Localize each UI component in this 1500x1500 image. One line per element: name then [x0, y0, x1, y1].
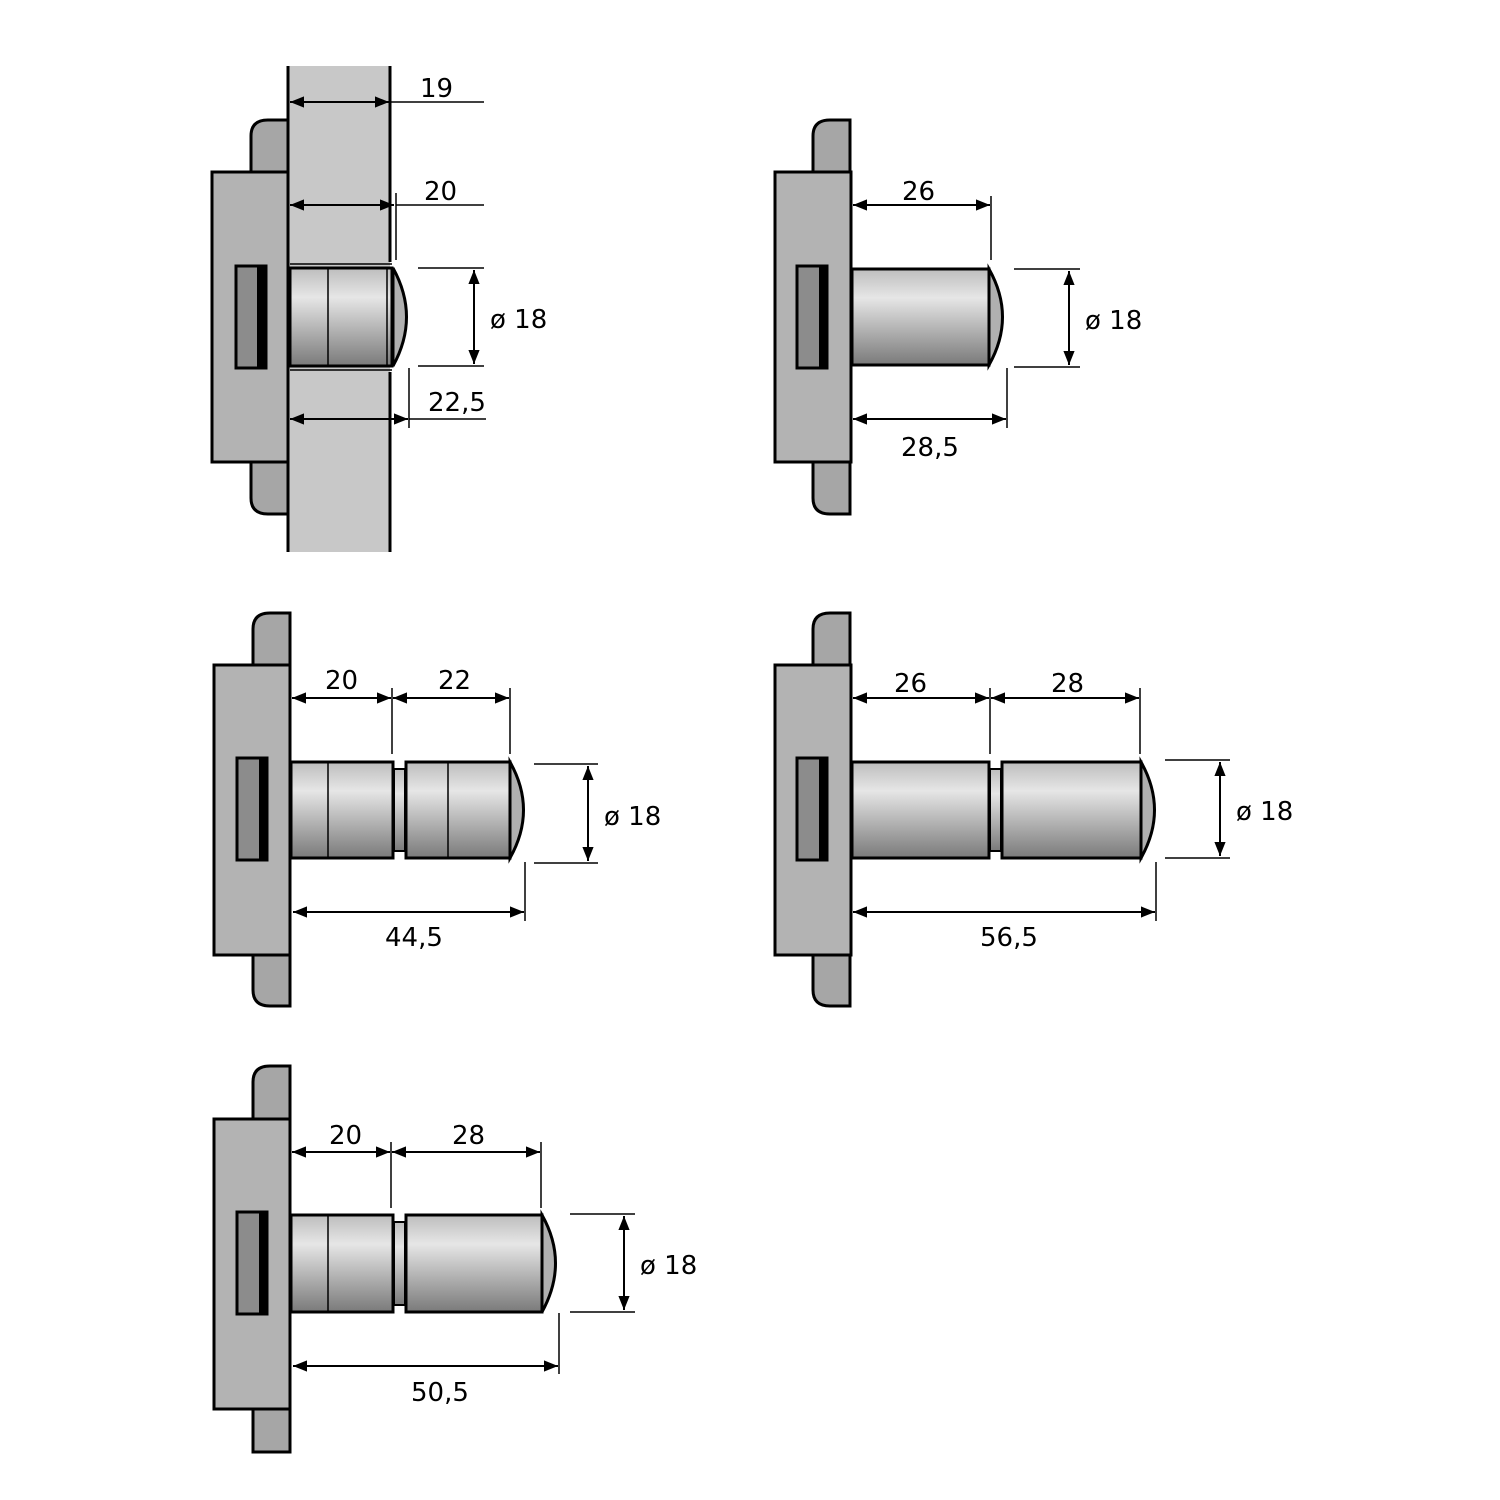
cylinder-dome [391, 267, 408, 367]
cylinder-body-front [404, 1213, 544, 1314]
dim-diameter: ø 18 [604, 802, 661, 832]
cylinder-dome [987, 263, 1004, 371]
dim-segment1: 20 [424, 177, 457, 207]
dim-segment2: 28 [452, 1121, 485, 1151]
cylinder-body-front [1000, 760, 1143, 860]
dim-segment1: 20 [329, 1121, 362, 1151]
dim-segment1: 26 [902, 177, 935, 207]
dim-segment2: 28 [1051, 669, 1084, 699]
cylinder-body-front [404, 760, 512, 860]
dim-total: 56,5 [980, 923, 1038, 953]
cylinder-body-rear [850, 760, 991, 860]
cylinder-body [288, 266, 394, 368]
cylinder-neck [393, 768, 406, 852]
cylinder-neck [989, 768, 1002, 852]
cylinder-dome [508, 756, 525, 864]
dim-panel-thickness: 19 [420, 74, 453, 104]
cylinder-body-rear [289, 1213, 395, 1314]
dim-total: 50,5 [411, 1378, 469, 1408]
drawing-b-push-lock: 26 ø 18 28,5 [773, 118, 1142, 516]
dim-total: 44,5 [385, 923, 443, 953]
drawing-e-push-lock: 20 28 ø 18 50,5 [212, 1064, 697, 1454]
cylinder-dome [540, 1209, 557, 1313]
drawing-d-push-lock: 26 28 ø 18 56,5 [773, 611, 1293, 1008]
dim-total: 28,5 [901, 433, 959, 463]
dim-segment1: 26 [894, 669, 927, 699]
dim-total: 22,5 [428, 388, 486, 418]
cylinder-dome [1139, 756, 1156, 864]
dim-segment1: 20 [325, 666, 358, 696]
dim-diameter: ø 18 [1085, 306, 1142, 336]
dim-diameter: ø 18 [1236, 797, 1293, 827]
dim-diameter: ø 18 [490, 305, 547, 335]
drawing-a-push-lock-in-panel: 19 20 ø 18 22,5 [210, 66, 547, 552]
cylinder-body-rear [289, 760, 395, 860]
cylinder-body [850, 267, 991, 367]
cylinder-neck [393, 1221, 406, 1306]
dim-diameter: ø 18 [640, 1251, 697, 1281]
drawing-c-push-lock: 20 22 ø 18 44,5 [212, 611, 661, 1008]
dim-segment2: 22 [438, 666, 471, 696]
